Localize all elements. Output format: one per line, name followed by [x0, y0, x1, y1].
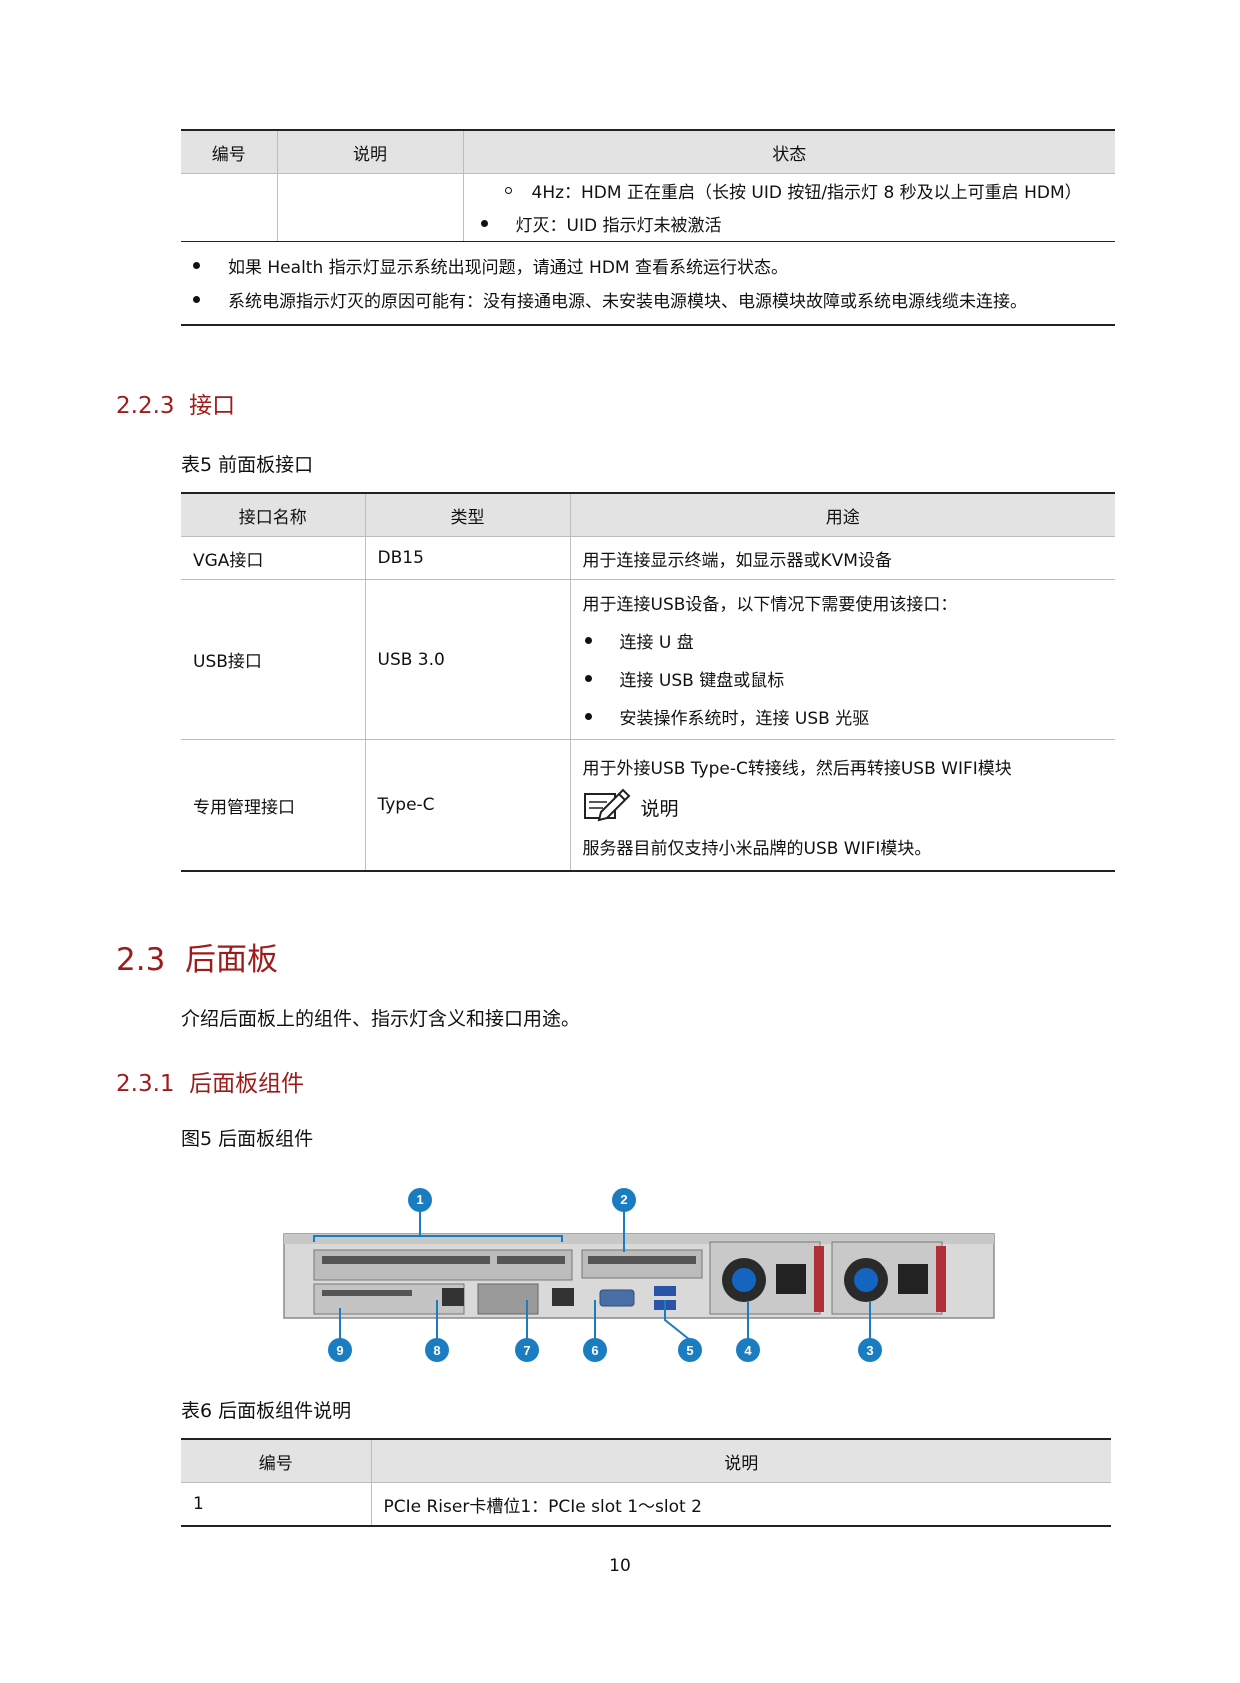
header-usage: 用途 [569, 492, 1115, 537]
ocp-slot [477, 1283, 539, 1315]
riser-lower-slot [313, 1283, 465, 1315]
svg-text:7: 7 [523, 1343, 530, 1358]
rear-panel-figure: 1 2 3 4 5 6 7 8 9 [282, 1180, 1022, 1370]
mgmt-usage: 用于外接USB Type-C转接线，然后再转接USB WIFI模块 [582, 758, 1012, 779]
callout-5: 5 [678, 1338, 702, 1362]
callout-8: 8 [425, 1338, 449, 1362]
mgmt-usage-cell: 用于外接USB Type-C转接线，然后再转接USB WIFI模块 说明 服务器… [569, 739, 1115, 872]
vga-type: DB15 [364, 536, 570, 580]
header-type: 类型 [364, 492, 570, 537]
vga-port [599, 1289, 635, 1307]
vent-grille [588, 1256, 696, 1264]
callout-bracket [313, 1235, 563, 1242]
psu-label-disc [854, 1268, 878, 1292]
page-number: 10 [609, 1556, 631, 1576]
mgmt-name: 专用管理接口 [181, 739, 365, 872]
usb-usage-item: 安装操作系统时，连接 USB 光驱 [619, 709, 870, 729]
vent-grille [322, 1290, 412, 1296]
ethernet-port [442, 1288, 464, 1306]
table6-caption: 表6 后面板组件说明 [181, 1400, 352, 1422]
figure5-caption: 图5 后面板组件 [181, 1128, 314, 1150]
row-number: 1 [181, 1482, 371, 1527]
riser1-slot [313, 1249, 573, 1281]
psu-handle [936, 1246, 946, 1312]
svg-text:1: 1 [416, 1192, 423, 1207]
vga-name: VGA接口 [181, 536, 365, 580]
table-row: VGA接口 DB15 用于连接显示终端，如显示器或KVM设备 [181, 536, 1115, 580]
vga-usage: 用于连接显示终端，如显示器或KVM设备 [569, 536, 1115, 580]
power-inlet [898, 1264, 928, 1294]
bullet-icon [584, 637, 592, 644]
usb-type: USB 3.0 [364, 579, 570, 740]
section-heading-23: 2.3 后面板 [116, 942, 279, 978]
notes-cell: 如果 Health 指示灯显示系统出现问题，请通过 HDM 查看系统运行状态。 … [181, 241, 1115, 326]
usb-usage-cell: 用于连接USB设备，以下情况下需要使用该接口： 连接 U 盘 连接 USB 键盘… [569, 579, 1115, 740]
callout-leader [664, 1300, 691, 1341]
svg-text:3: 3 [866, 1343, 873, 1358]
circle-bullet-icon [504, 187, 512, 194]
callout-6: 6 [583, 1338, 607, 1362]
callout-3: 3 [858, 1338, 882, 1362]
bullet-icon [480, 219, 488, 227]
usb-usage-item: 连接 U 盘 [619, 633, 694, 653]
empty-cell [181, 173, 277, 242]
usb-port [654, 1286, 676, 1296]
svg-text:6: 6 [591, 1343, 598, 1358]
state-cell: 4Hz：HDM 正在重启（长按 UID 按钮/指示灯 8 秒及以上可重启 HDM… [462, 173, 1115, 242]
section-heading-223: 2.2.3 接口 [116, 393, 236, 419]
header-desc: 说明 [276, 129, 463, 174]
bullet-icon [584, 713, 592, 720]
header-state: 状态 [462, 129, 1115, 174]
svg-text:9: 9 [336, 1343, 343, 1358]
table-row: 1 PCIe Riser卡槽位1：PCIe slot 1～slot 2 [181, 1482, 1111, 1527]
note-item: 如果 Health 指示灯显示系统出现问题，请通过 HDM 查看系统运行状态。 [228, 257, 788, 278]
table-row: USB接口 USB 3.0 用于连接USB设备，以下情况下需要使用该接口： 连接… [181, 579, 1115, 740]
note-pencil-icon [583, 788, 631, 827]
note-text: 服务器目前仅支持小米品牌的USB WIFI模块。 [582, 838, 932, 859]
header-number: 编号 [181, 1438, 371, 1483]
header-desc: 说明 [370, 1438, 1111, 1483]
callout-2: 2 [612, 1188, 636, 1212]
mgmt-type: Type-C [364, 739, 570, 872]
svg-text:5: 5 [686, 1343, 693, 1358]
section-intro: 介绍后面板上的组件、指示灯含义和接口用途。 [181, 1008, 581, 1030]
vent-grille [322, 1256, 490, 1264]
status-table: 编号 说明 状态 4Hz：HDM 正在重启（长按 UID 按钮/指示灯 8 秒及… [181, 129, 1115, 326]
row-desc: PCIe Riser卡槽位1：PCIe slot 1～slot 2 [370, 1482, 1111, 1527]
empty-cell [276, 173, 463, 242]
usb-usage-intro: 用于连接USB设备，以下情况下需要使用该接口： [582, 595, 958, 615]
vent-grille [497, 1256, 565, 1264]
bullet-icon [193, 261, 200, 269]
note-title: 说明 [640, 797, 679, 820]
state-bullet-item: 灯灭：UID 指示灯未被激活 [515, 215, 722, 236]
usb-usage-item: 连接 USB 键盘或鼠标 [619, 671, 785, 691]
power-inlet [776, 1264, 806, 1294]
state-sub-item: 4Hz：HDM 正在重启（长按 UID 按钮/指示灯 8 秒及以上可重启 HDM… [531, 183, 1082, 203]
rear-panel-component-table: 编号 说明 1 PCIe Riser卡槽位1：PCIe slot 1～slot … [181, 1438, 1111, 1527]
management-port [552, 1288, 574, 1306]
header-interface-name: 接口名称 [181, 492, 365, 537]
callout-4: 4 [736, 1338, 760, 1362]
chassis-top-edge [284, 1234, 994, 1244]
psu-handle [814, 1246, 824, 1312]
callout-1: 1 [408, 1188, 432, 1212]
note-item: 系统电源指示灯灭的原因可能有：没有接通电源、未安装电源模块、电源模块故障或系统电… [228, 291, 1027, 312]
bullet-icon [584, 675, 592, 682]
table-row: 专用管理接口 Type-C 用于外接USB Type-C转接线，然后再转接USB… [181, 739, 1115, 872]
psu-label-disc [732, 1268, 756, 1292]
svg-text:2: 2 [620, 1192, 627, 1207]
callout-9: 9 [328, 1338, 352, 1362]
section-heading-231: 2.3.1 后面板组件 [116, 1071, 305, 1097]
svg-text:4: 4 [744, 1343, 752, 1358]
usb-name: USB接口 [181, 579, 365, 740]
front-panel-interface-table: 接口名称 类型 用途 VGA接口 DB15 用于连接显示终端，如显示器或KVM设… [181, 492, 1115, 872]
table5-caption: 表5 前面板接口 [181, 454, 314, 476]
svg-text:8: 8 [433, 1343, 440, 1358]
bullet-icon [193, 295, 200, 303]
callout-7: 7 [515, 1338, 539, 1362]
header-number: 编号 [181, 129, 277, 174]
